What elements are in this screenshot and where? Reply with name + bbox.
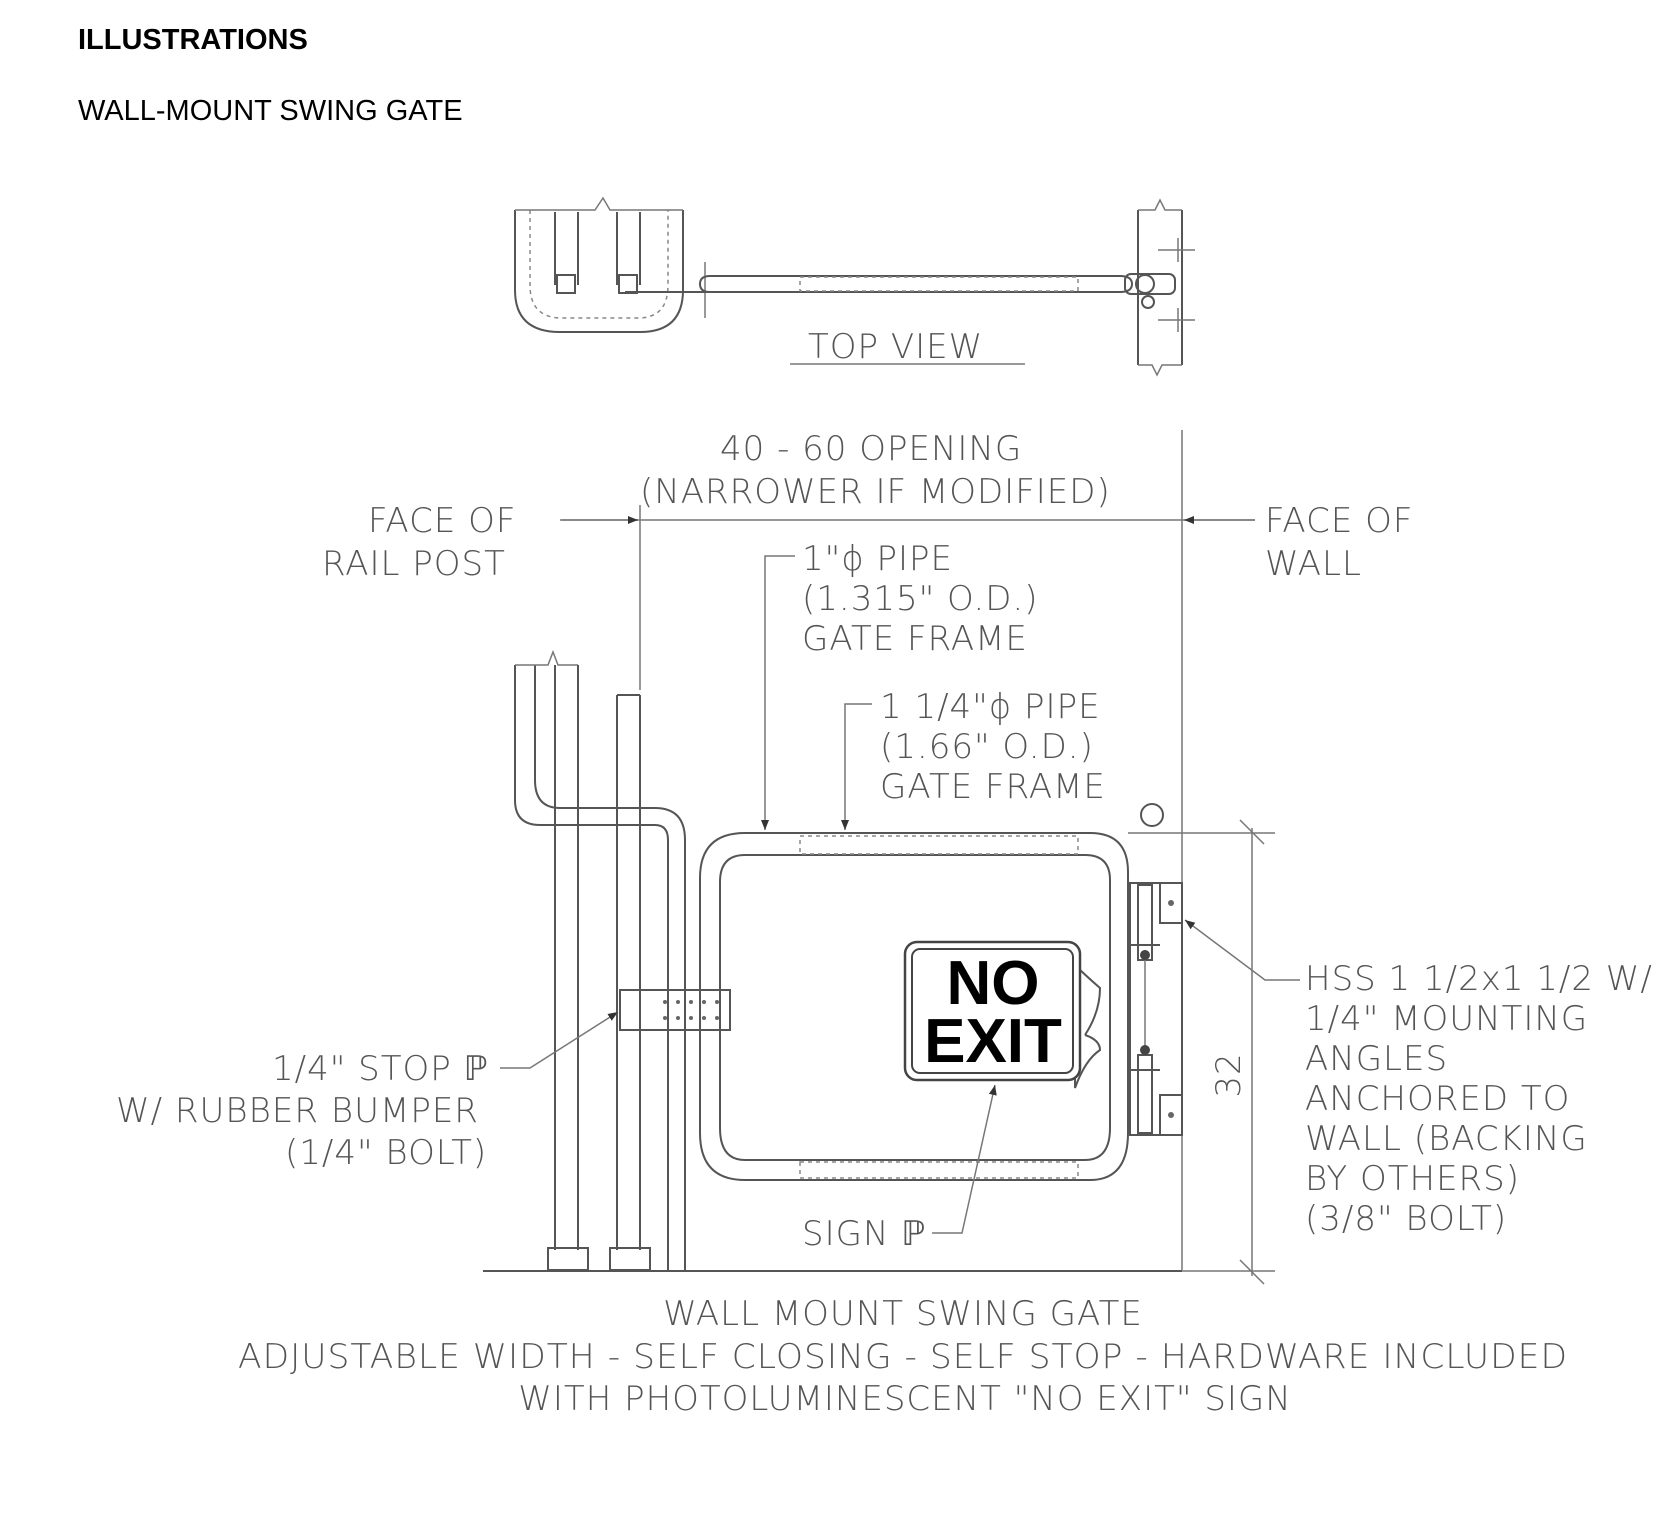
pipe1-line2: (1.315" O.D.) — [802, 579, 1039, 619]
hss-line5: WALL (BACKING — [1305, 1119, 1588, 1159]
stop-plate: 1/4" STOP ℙ W/ RUBBER BUMPER (1/4" BOLT) — [116, 989, 731, 1173]
face-wall-line1: FACE OF — [1265, 501, 1413, 541]
height-dim-label: 32 — [1209, 1052, 1249, 1097]
top-view: TOP VIEW — [514, 196, 1195, 377]
hss-line2: 1/4" MOUNTING — [1305, 999, 1588, 1039]
stop-line3: (1/4" BOLT) — [285, 1133, 487, 1173]
gate-frame — [699, 803, 1275, 1181]
opening-dimension: 40 - 60 OPENING (NARROWER IF MODIFIED) F… — [322, 429, 1413, 1270]
sign-line1: NO — [947, 949, 1040, 1018]
top-view-label: TOP VIEW — [808, 327, 983, 367]
face-wall-line2: WALL — [1265, 544, 1362, 584]
rail-posts — [483, 649, 1182, 1272]
opening-label-line2: (NARROWER IF MODIFIED) — [640, 472, 1111, 512]
pipe1-line1: 1"ϕ PIPE — [802, 539, 953, 579]
caption-line2: ADJUSTABLE WIDTH - SELF CLOSING - SELF S… — [238, 1337, 1568, 1377]
face-rail-line1: FACE OF — [368, 501, 516, 541]
page-subheading: WALL-MOUNT SWING GATE — [78, 95, 463, 127]
pipe2-line3: GATE FRAME — [880, 767, 1106, 807]
sign-plate-label: SIGN ℙ — [802, 1214, 926, 1254]
hss-line1: HSS 1 1/2x1 1/2 W/ — [1305, 959, 1653, 999]
caption-line1: WALL MOUNT SWING GATE — [663, 1294, 1143, 1334]
opening-label-line1: 40 - 60 OPENING — [720, 429, 1022, 469]
pipe-callout-2: 1 1/4"ϕ PIPE (1.66" O.D.) GATE FRAME — [841, 687, 1106, 830]
stop-line1: 1/4" STOP ℙ — [272, 1049, 488, 1089]
hinge-assembly — [1129, 882, 1300, 1136]
pipe-callout-1: 1"ϕ PIPE (1.315" O.D.) GATE FRAME — [761, 539, 1039, 830]
pipe1-line3: GATE FRAME — [802, 619, 1028, 659]
hss-line3: ANGLES — [1305, 1039, 1448, 1079]
stop-line2: W/ RUBBER BUMPER — [116, 1091, 479, 1131]
pipe2-line2: (1.66" O.D.) — [880, 727, 1094, 767]
hss-line6: BY OTHERS) — [1305, 1159, 1520, 1199]
caption-line3: WITH PHOTOLUMINESCENT "NO EXIT" SIGN — [518, 1379, 1291, 1419]
hss-line7: (3/8" BOLT) — [1305, 1199, 1507, 1239]
sign-line2: EXIT — [924, 1007, 1062, 1076]
hss-line4: ANCHORED TO — [1305, 1079, 1570, 1119]
pipe2-line1: 1 1/4"ϕ PIPE — [880, 687, 1101, 727]
no-exit-sign: NO EXIT SIGN ℙ — [802, 940, 1102, 1254]
hss-callout: HSS 1 1/2x1 1/2 W/ 1/4" MOUNTING ANGLES … — [1305, 959, 1653, 1239]
face-rail-line2: RAIL POST — [322, 544, 506, 584]
height-dimension: 32 — [1182, 819, 1275, 1285]
diagram-caption: WALL MOUNT SWING GATE ADJUSTABLE WIDTH -… — [238, 1294, 1568, 1419]
page-heading: ILLUSTRATIONS — [78, 24, 308, 56]
